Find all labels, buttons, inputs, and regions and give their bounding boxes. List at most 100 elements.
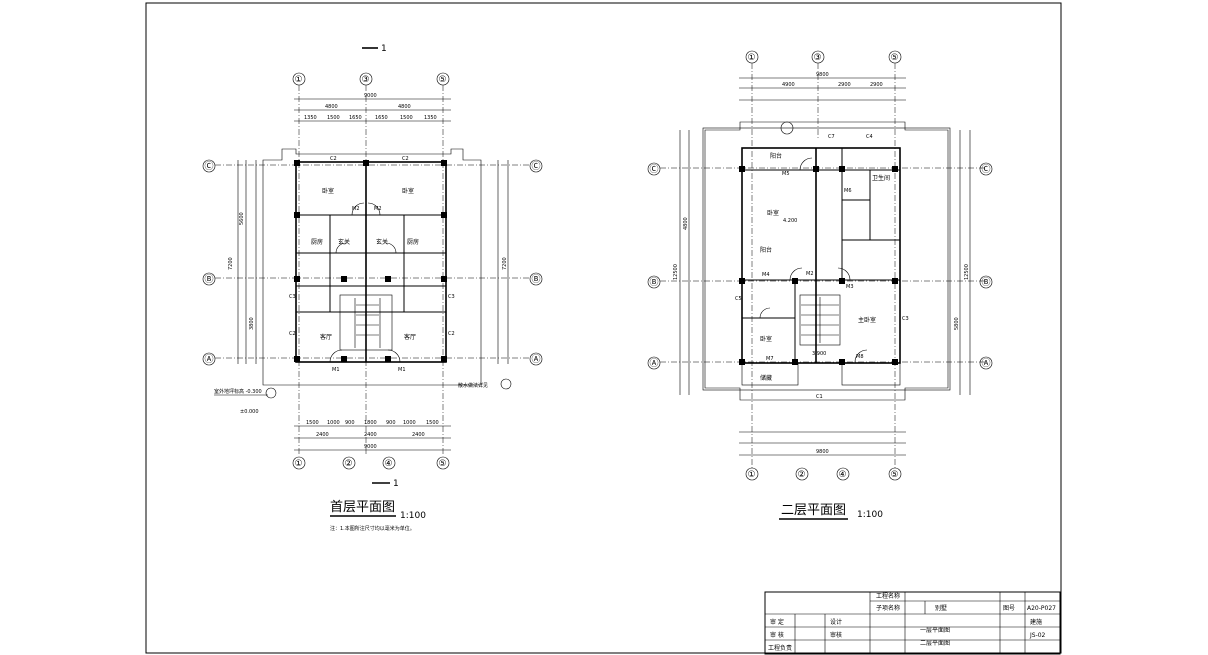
door-label: M5 [782, 171, 790, 177]
axis-label: Ⓑ [532, 274, 541, 285]
section-mark-bottom-label: 1 [393, 479, 399, 489]
dim-sub: 4800 [398, 104, 411, 110]
exterior-walls [741, 147, 901, 364]
room-name: 卧室 [767, 209, 779, 217]
dim-side: 12500 [673, 264, 679, 280]
dim-sub: 2900 [838, 82, 851, 88]
tb-drawing-no: A20-P027 [1027, 605, 1056, 612]
dim-side: 4800 [683, 217, 689, 230]
tb-drawing-title: 二层平面图 [920, 640, 950, 647]
level-mark: 4.200 [783, 218, 797, 224]
axis-label: ① [748, 53, 756, 63]
plan1-title: 首层平面图 [330, 500, 395, 515]
tb-stage: 建施 [1030, 618, 1042, 626]
eave-outline [262, 148, 482, 386]
axis-label: Ⓑ [650, 277, 659, 288]
dim-detail: 1650 [375, 115, 388, 121]
tb-drawing-no-label: 图号 [1003, 605, 1015, 612]
axis-label: Ⓒ [205, 161, 214, 172]
dim-sub: 4900 [782, 82, 795, 88]
axis-label: Ⓐ [982, 358, 991, 369]
axis-label: Ⓐ [532, 354, 541, 365]
annotation-left: 室外地坪标高 -0.300 [214, 388, 262, 395]
room-name: 卫生间 [872, 174, 890, 182]
dim-side: 7200 [502, 257, 508, 270]
dim-side: 12500 [964, 264, 970, 280]
axis-label: Ⓐ [205, 354, 214, 365]
axis-label: ④ [385, 459, 393, 469]
detail-mark [265, 387, 277, 399]
axis-label: Ⓑ [982, 277, 991, 288]
room-name: 卧室 [402, 187, 414, 195]
balcony [841, 362, 901, 386]
tb-project-label: 工程名称 [876, 592, 900, 600]
dim-sub: 2400 [412, 432, 425, 438]
top-axis-bubbles: ① ③ ⑤ [745, 50, 902, 64]
floor-plan-1: 1 1 ① ③ ⑤ 9000 4800 4800 1350 1500 1650 … [202, 44, 543, 532]
dim-detail: 1650 [349, 115, 362, 121]
sheet-border [145, 2, 1062, 654]
floor-plan-2: ① ③ ⑤ 9800 4900 2900 2900 Ⓒ Ⓑ Ⓐ Ⓒ Ⓑ Ⓐ [647, 50, 993, 520]
door-label: M2 [352, 206, 360, 212]
title-block: 工程名称 子项名称 别墅 图号 A20-P027 审 定 审 核 工程负责 设计… [764, 591, 1061, 655]
axis-label: ⑤ [439, 459, 447, 469]
annotation-right: 散水做法详见 [458, 382, 488, 389]
tb-row-label: 审 定 [770, 618, 784, 626]
axis-label: ① [748, 470, 756, 480]
dim-sub: 4800 [325, 104, 338, 110]
tb-design-label: 设计 [830, 618, 842, 626]
bottom-axis-bubbles: ① ② ④ ⑤ [292, 456, 450, 470]
window-label: C4 [866, 134, 873, 140]
dim-side: 7200 [228, 257, 234, 270]
axis-label: Ⓒ [650, 164, 659, 175]
door-label: M2 [374, 206, 382, 212]
axis-label: ⑤ [891, 53, 899, 63]
tb-check-label: 审核 [830, 631, 842, 639]
axis-label: ② [345, 459, 353, 469]
room-name: 厨房 [407, 238, 419, 246]
window-label: C2 [330, 156, 337, 162]
plan2-scale: 1:100 [857, 510, 883, 520]
window-label: C3 [902, 316, 909, 322]
plan1-note: 注：1.本图所注尺寸均以毫米为单位。 [330, 525, 415, 532]
axis-label: ③ [814, 53, 822, 63]
axis-label: ① [295, 75, 303, 85]
side-dimensions: 7200 5600 3800 7200 [228, 160, 509, 364]
axis-label: ⑤ [891, 470, 899, 480]
axis-label: Ⓐ [650, 358, 659, 369]
dim-detail: 1000 [403, 420, 416, 426]
room-name: 客厅 [320, 333, 332, 341]
door-label: M1 [332, 367, 340, 373]
room-name: 阳台 [760, 246, 772, 254]
dim-total: 9000 [364, 93, 377, 99]
axis-label: ③ [362, 75, 370, 85]
window-label: C3 [448, 294, 455, 300]
dim-detail: 900 [386, 420, 396, 426]
axis-label: Ⓒ [532, 161, 541, 172]
window-label: C2 [289, 331, 296, 337]
axis-label: ① [295, 459, 303, 469]
tb-drawing-title: 一层平面图 [920, 627, 950, 634]
room-name: 卧室 [760, 335, 772, 343]
dim-side: 5800 [954, 317, 960, 330]
dim-detail: 1000 [327, 420, 340, 426]
dim-detail: 1350 [304, 115, 317, 121]
side-axis-bubbles: Ⓒ Ⓑ Ⓐ Ⓒ Ⓑ Ⓐ [202, 159, 543, 366]
exterior-walls [295, 161, 447, 363]
tb-sheet-no: JS-02 [1029, 632, 1046, 639]
door-label: M8 [856, 354, 864, 360]
room-name: 客厅 [404, 333, 416, 341]
axis-label: Ⓒ [982, 164, 991, 175]
dim-detail: 1350 [424, 115, 437, 121]
plan1-scale: 1:100 [400, 511, 426, 521]
dim-detail: 1800 [364, 420, 377, 426]
axis-label: ② [798, 470, 806, 480]
room-name: 储藏 [760, 374, 772, 382]
top-axis-bubbles: ① ③ ⑤ [292, 72, 450, 86]
door-label: M3 [846, 284, 854, 290]
dim-sub: 2900 [870, 82, 883, 88]
window-label: C2 [448, 331, 455, 337]
side-axis-bubbles: Ⓒ Ⓑ Ⓐ Ⓒ Ⓑ Ⓐ [647, 162, 993, 370]
dim-detail: 1500 [327, 115, 340, 121]
room-name: 阳台 [770, 152, 782, 160]
